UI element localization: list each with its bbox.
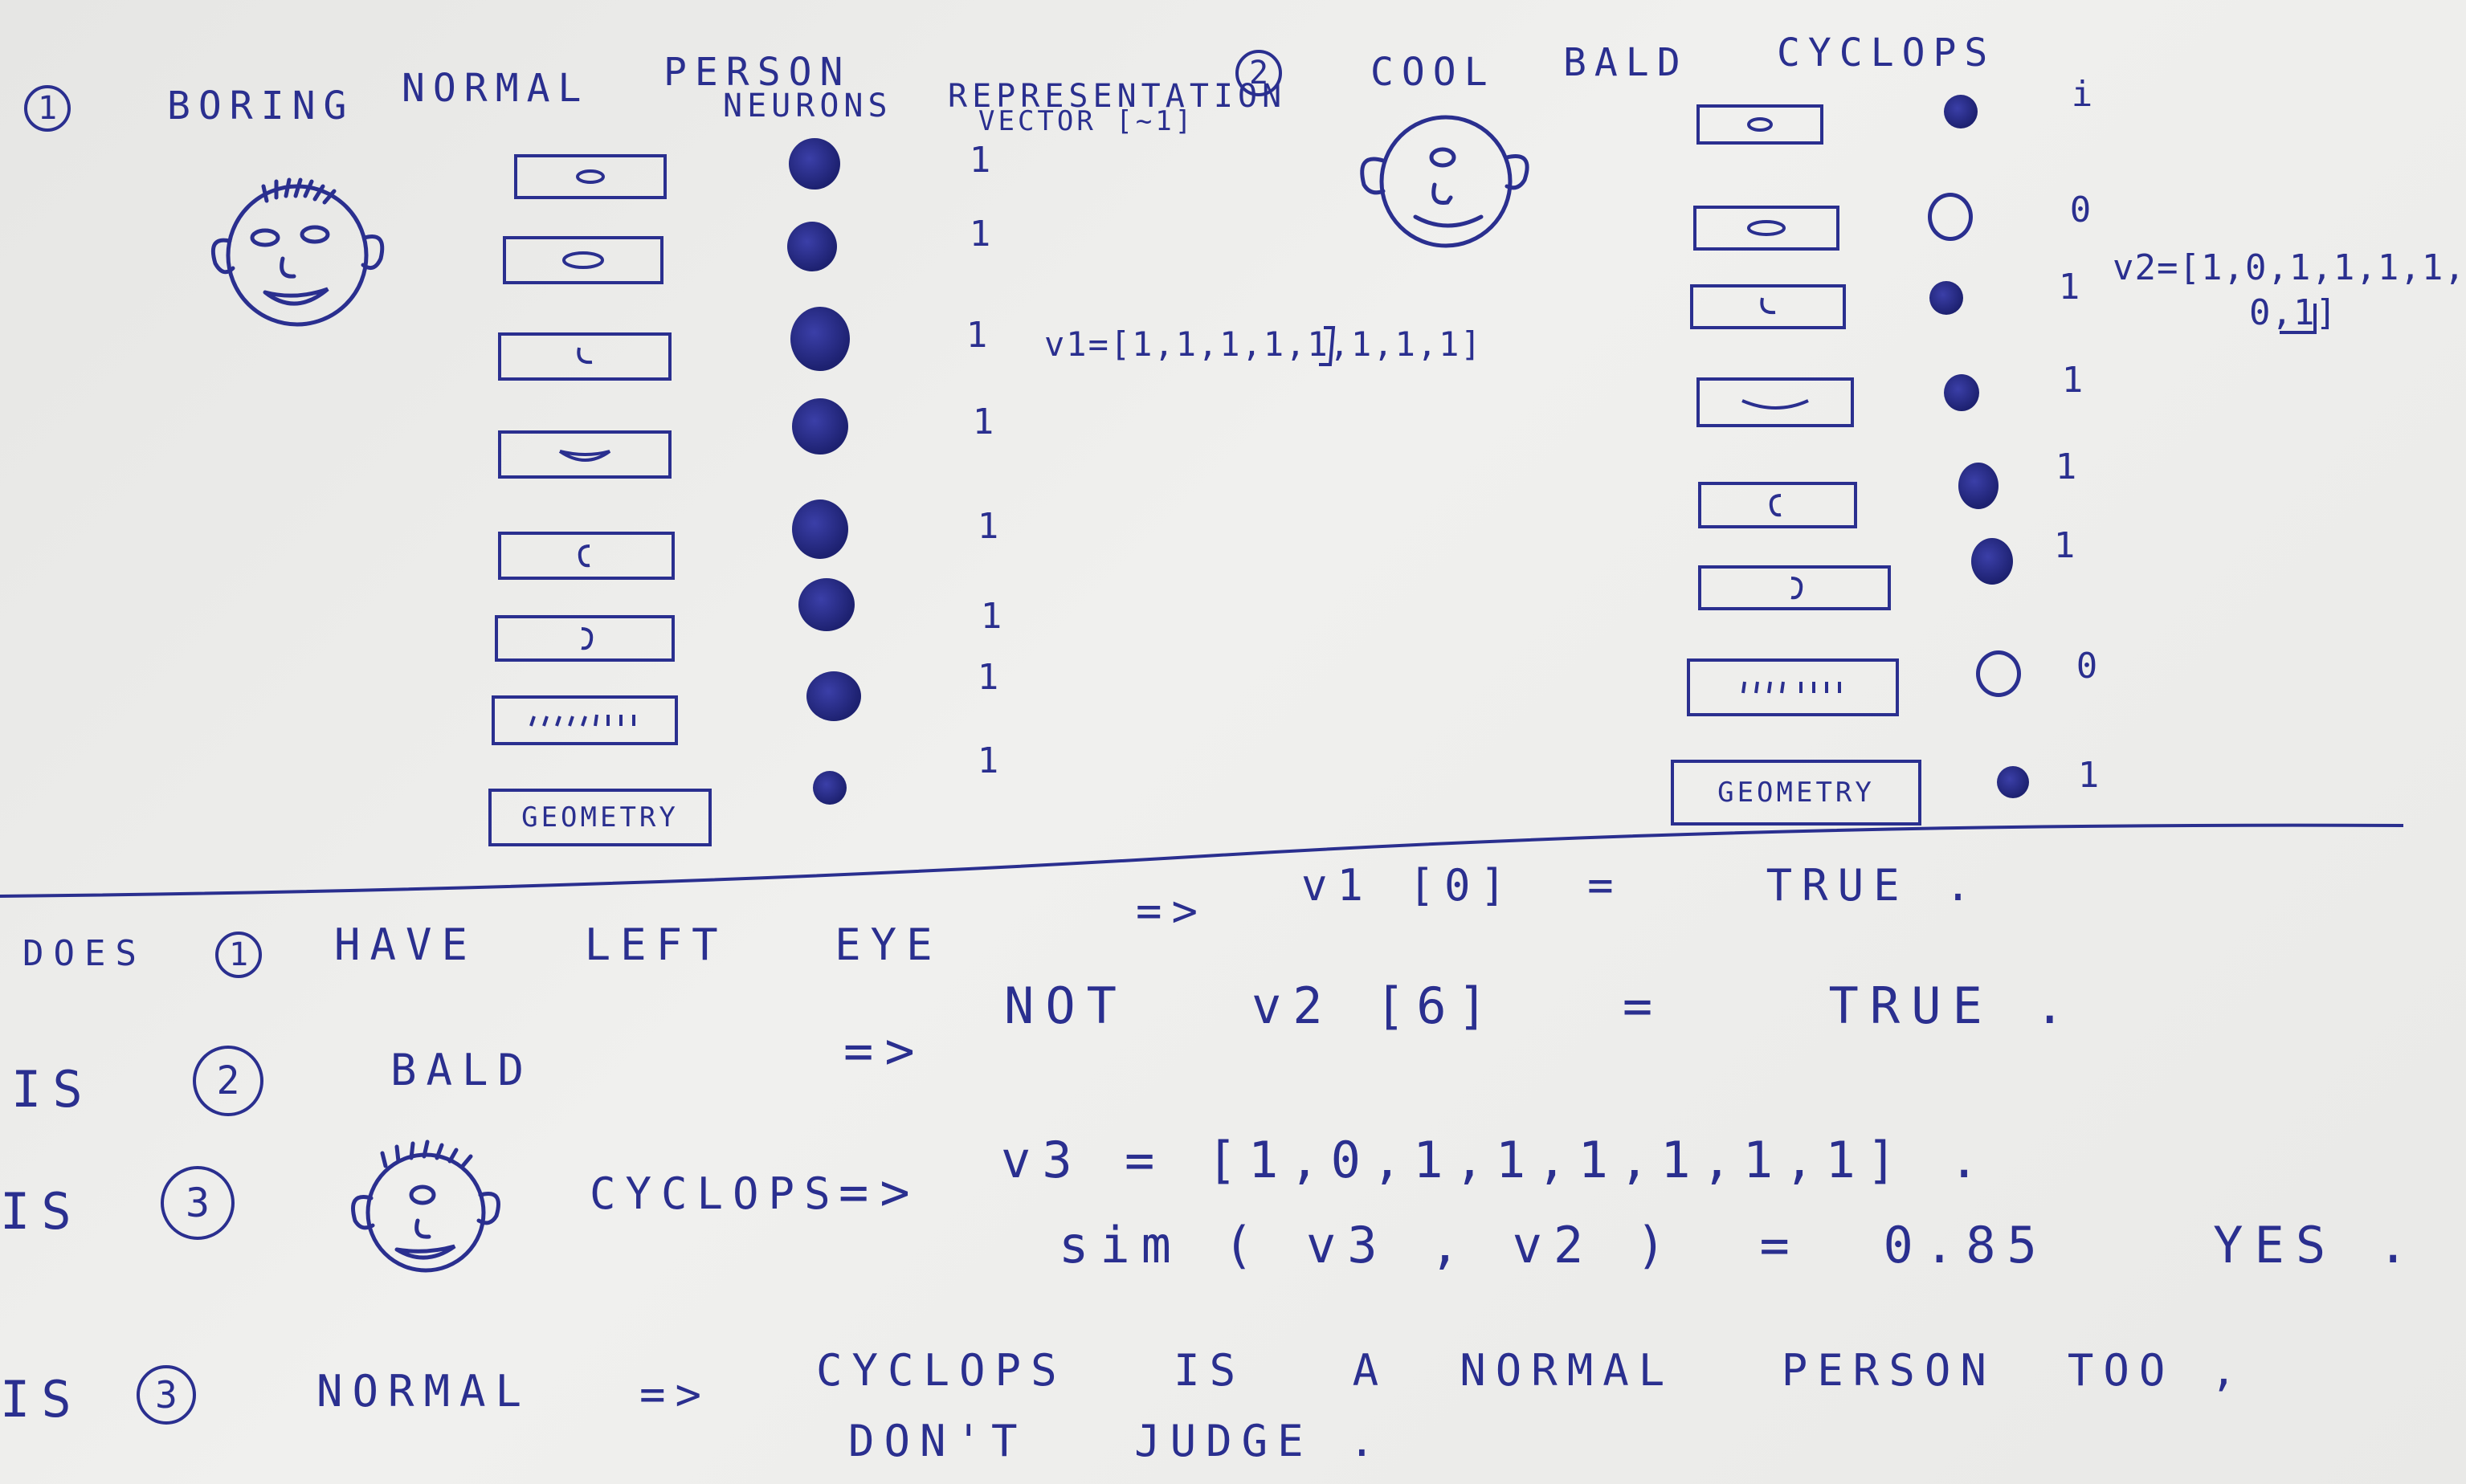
section-1-vector-value: 1	[977, 506, 999, 547]
feature-mouth	[498, 430, 672, 479]
section-2-vector-value: 1	[2061, 360, 2084, 401]
question-1-result: v1 [0] = TRUE .	[1301, 860, 1981, 911]
feature-left-ear	[498, 532, 675, 580]
vector-label: VECTOR [~1]	[978, 105, 1195, 137]
hair-icon	[529, 714, 635, 727]
question-3-result-2: sim ( v3 , v2 ) = 0.85 YES .	[1059, 1216, 2419, 1274]
question-2-text: BALD	[390, 1045, 534, 1095]
section-1-neuron	[792, 499, 848, 559]
question-1-number: 1	[215, 932, 262, 978]
question-4-result-2: DON'T JUDGE .	[848, 1416, 1385, 1466]
mouth-icon	[558, 450, 611, 462]
section-2-vector-value: 1	[2053, 525, 2076, 566]
feature-right-eye	[1693, 206, 1839, 251]
section-2-neuron	[1997, 766, 2029, 798]
feature-mouth	[1696, 377, 1854, 427]
question-2-lead: IS	[11, 1060, 94, 1119]
feature-nose	[498, 332, 672, 381]
section-1-vector-value: 1	[969, 140, 991, 181]
mouth-icon	[1741, 399, 1809, 410]
section-2-neuron	[1944, 374, 1979, 411]
section-2-neuron	[1971, 538, 2013, 585]
section-2-vector-value: 1	[2058, 267, 2080, 308]
section-2-neuron	[1944, 95, 1978, 128]
neurons-label: NEURONS	[723, 88, 892, 124]
section-2-vector-value: i	[2071, 74, 2093, 115]
ear-icon	[578, 544, 590, 568]
section-1-neuron	[787, 222, 837, 271]
question-3-result: v3 = [1,0,1,1,1,1,1,1] .	[1001, 1131, 1990, 1189]
section-1-vector-text: v1=[1,1,1,1,1,1,1,1]	[1044, 324, 1483, 364]
section-2-vector-value: 1	[2077, 755, 2100, 796]
section-1-vector-value: 1	[969, 214, 991, 255]
section-1-neuron	[792, 398, 848, 455]
section-1-neuron	[806, 671, 861, 721]
question-3-lead: IS	[0, 1182, 83, 1241]
question-4-text: NORMAL	[316, 1366, 532, 1417]
question-2-arrow: =>	[843, 1021, 926, 1080]
section-1-title-word-3: PERSON	[663, 50, 851, 95]
section-1-vector-value: 1	[972, 402, 994, 442]
section-1-neuron	[789, 138, 840, 190]
feature-hair	[1687, 658, 1899, 716]
section-2-neuron	[1958, 463, 1999, 509]
section-2-title-word-1: COOL	[1370, 50, 1496, 95]
eye-icon	[562, 251, 604, 269]
feature-left-ear	[1698, 482, 1857, 528]
section-1-vector-value: 1	[966, 315, 988, 356]
section-1-neuron	[813, 771, 847, 805]
section-1-number: 1	[24, 85, 71, 132]
representation-label: REPRESENTATION	[948, 78, 1287, 115]
section-1-vector-value: 1	[977, 740, 999, 781]
question-4-lead: IS	[0, 1370, 83, 1429]
question-2-result: NOT v2 [6] = TRUE .	[1004, 976, 2076, 1035]
section-2-vector-text-line-1: v2=[1,0,1,1,1,1,	[2113, 247, 2466, 288]
feature-right-eye	[503, 236, 663, 284]
section-2-vector-text-line-2: 0,1]	[2249, 292, 2337, 333]
question-1-arrow: =>	[1136, 886, 1208, 936]
section-2-number: 2	[1235, 50, 1282, 96]
feature-geometry: GEOMETRY	[1671, 760, 1921, 826]
section-2-neuron	[1976, 650, 2021, 697]
section-1-neuron	[798, 578, 855, 631]
section-1-title-word-2: NORMAL	[402, 66, 590, 111]
feature-right-ear	[495, 615, 675, 662]
hair-icon	[1741, 681, 1841, 694]
question-1-text: HAVE LEFT EYE	[334, 919, 942, 970]
eye-icon	[576, 169, 605, 184]
ear-icon	[1769, 494, 1782, 517]
section-2-vector-value: 0	[2069, 190, 2092, 230]
nose-icon	[1760, 297, 1776, 315]
feature-hair	[492, 695, 678, 745]
ear-icon	[1790, 577, 1803, 600]
question-4-result: CYCLOPS IS A NORMAL PERSON TOO ,	[816, 1345, 2247, 1396]
feature-right-ear	[1698, 565, 1891, 610]
question-3-arrow: =>	[839, 1163, 921, 1221]
ear-icon	[581, 627, 594, 650]
section-1-vector-value: 1	[977, 657, 999, 698]
section-2-neuron	[1928, 193, 1973, 241]
question-1-lead: DOES	[22, 933, 146, 974]
eye-icon	[1747, 117, 1773, 132]
section-2-vector-value: 0	[2076, 646, 2098, 687]
feature-geometry: GEOMETRY	[488, 789, 712, 846]
feature-left-eye	[514, 154, 667, 199]
eye-icon	[1747, 220, 1786, 236]
feature-left-eye	[1696, 104, 1823, 145]
section-2-title-word-2: BALD	[1563, 40, 1688, 85]
feature-nose	[1690, 284, 1846, 329]
question-2-number: 2	[193, 1046, 263, 1116]
section-1-vector-value: 1	[980, 596, 1002, 637]
question-3-number: 3	[161, 1166, 235, 1240]
section-1-title-word-1: BORING	[167, 84, 355, 128]
section-2-neuron	[1929, 281, 1963, 315]
question-4-number: 3	[137, 1365, 196, 1425]
question-3-text: CYCLOPS	[590, 1168, 840, 1219]
section-1-neuron	[790, 307, 850, 371]
section-2-vector-value: 1	[2055, 446, 2077, 487]
nose-icon	[577, 347, 593, 365]
question-4-arrow: =>	[639, 1369, 712, 1420]
section-2-title-word-3: CYCLOPS	[1777, 31, 1996, 75]
